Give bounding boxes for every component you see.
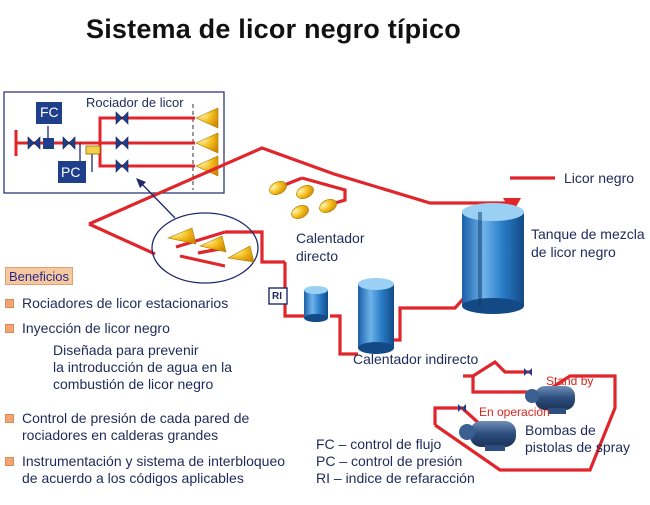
- indirect-heater: [358, 278, 394, 354]
- fc-box: [36, 102, 62, 124]
- benefit-3-line-2: rociadores en calderas grandes: [22, 427, 219, 443]
- benefit-sub-line-1: Diseñada para prevenir: [53, 342, 199, 358]
- pump-operating: [459, 421, 516, 451]
- benefit-3-line-1: Control de presión de cada pared de: [22, 410, 250, 426]
- magnify-arrow-line: [139, 181, 176, 219]
- rociador-label: Rociador de licor: [86, 95, 184, 110]
- pipe-valves: [458, 368, 532, 412]
- tanque-label-1: Tanque de mezcla: [531, 226, 645, 242]
- benefit-sub-line-3: combustión de licor negro: [53, 376, 214, 392]
- direct-heater: [304, 286, 328, 322]
- bullet-3: [5, 414, 14, 423]
- benefit-4-line-1: Instrumentación y sistema de interbloque…: [22, 453, 286, 469]
- bullet-2: [5, 324, 14, 333]
- magnify-arrow-head: [136, 178, 146, 188]
- licor-negro-label: Licor negro: [564, 170, 635, 186]
- fc-label: FC: [40, 104, 59, 120]
- bullet-1: [5, 299, 14, 308]
- calentador-directo-label-2: directo: [296, 248, 339, 264]
- upper-nozzles: [269, 181, 337, 219]
- pump-standby: [525, 386, 575, 414]
- benefit-2-line-1: Inyección de licor negro: [22, 320, 170, 336]
- bullet-4: [5, 457, 14, 466]
- benefit-1-line-1: Rociadores de licor estacionarios: [22, 295, 229, 311]
- calentador-indirecto-label: Calentador indirecto: [353, 351, 479, 367]
- legend-fc: FC – control de flujo: [316, 436, 442, 452]
- stand-by-label: Stand by: [546, 374, 594, 388]
- pc-label: PC: [61, 164, 81, 180]
- benefit-4-line-2: de acuerdo a los códigos aplicables: [22, 470, 244, 486]
- en-operacion-label: En operación: [479, 405, 550, 419]
- bombas-label-1: Bombas de: [525, 422, 596, 438]
- detail-nozzles: [195, 107, 219, 177]
- calentador-directo-label-1: Calentador: [296, 230, 365, 246]
- ri-label: RI: [272, 291, 282, 302]
- legend-pc: PC – control de presión: [316, 453, 463, 469]
- detail-valves: [27, 111, 129, 173]
- bombas-label-2: pistolas de spray: [525, 439, 631, 455]
- legend-ri: RI – indice de refaracción: [316, 470, 475, 486]
- beneficios-title: Beneficios: [5, 267, 73, 285]
- pc-box: [58, 161, 86, 183]
- ri-box: [268, 287, 288, 305]
- magnified-nozzles: [166, 227, 255, 263]
- benefit-sub-line-2: la introducción de agua en la: [53, 359, 233, 375]
- strainer-icon: [85, 145, 101, 155]
- tanque-label-2: de licor negro: [531, 244, 616, 260]
- mix-tank: [462, 203, 524, 314]
- fc-valve-body: [43, 138, 54, 149]
- page-title: Sistema de licor negro típico: [86, 14, 461, 44]
- magnify-circle: [151, 212, 259, 284]
